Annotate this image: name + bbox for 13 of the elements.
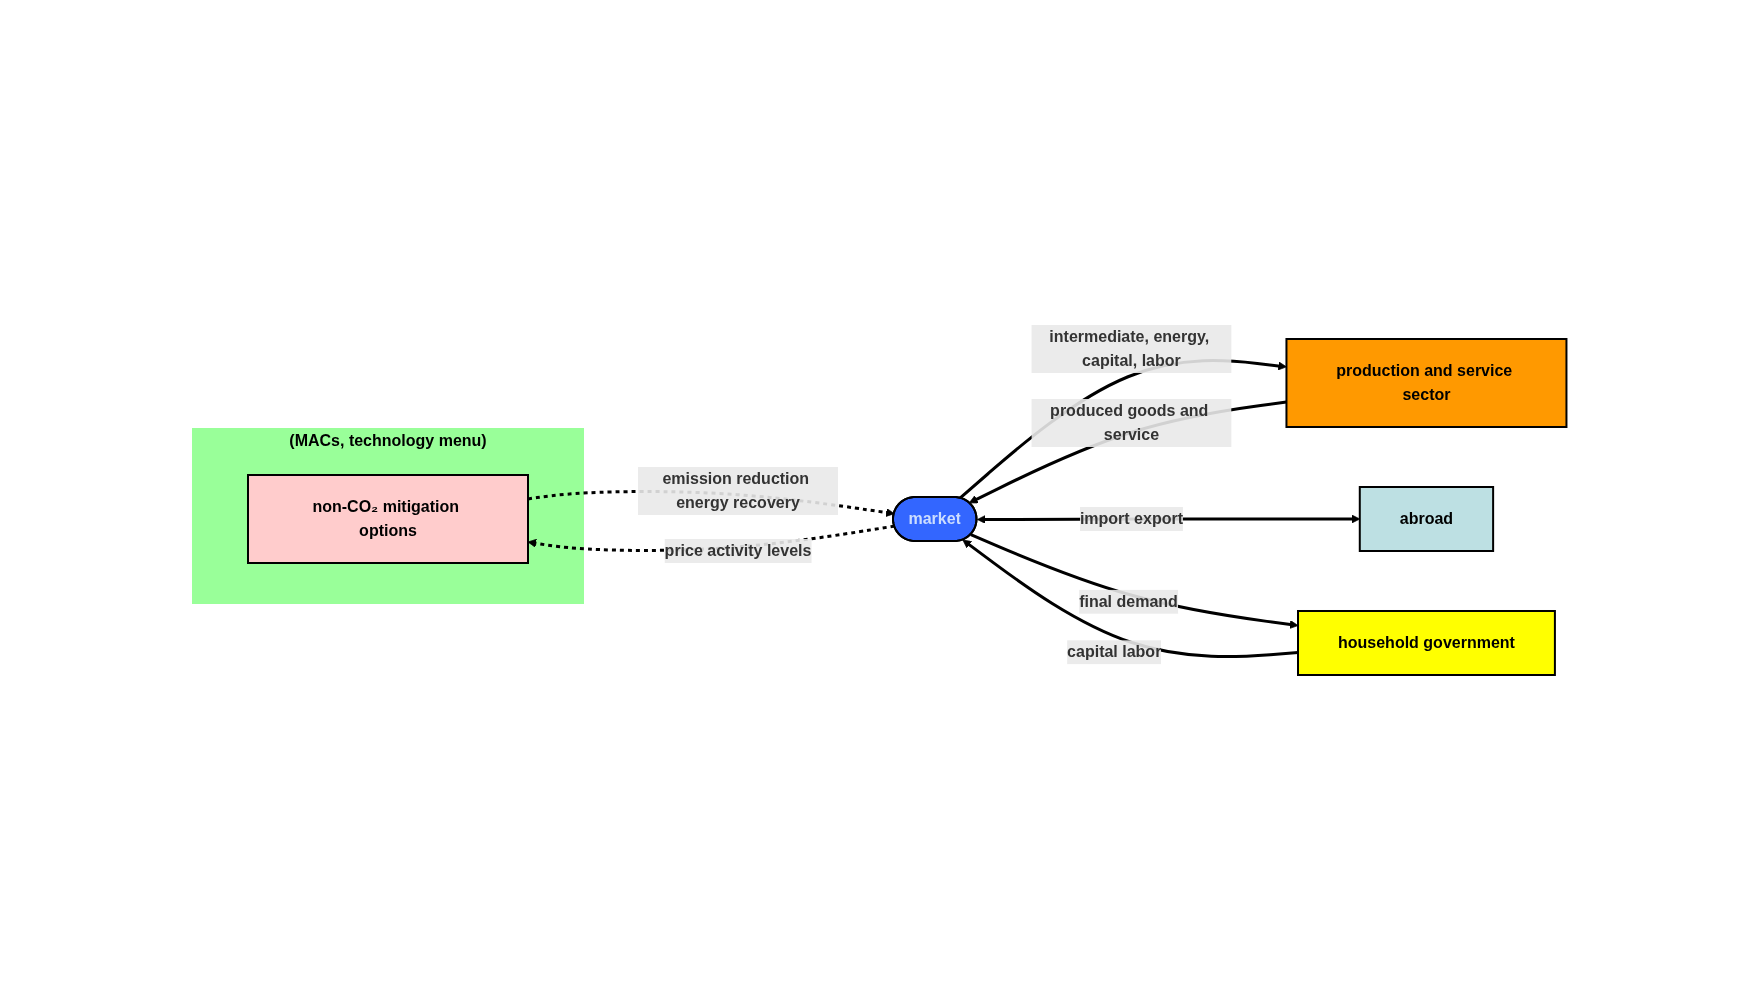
node-box: abroad bbox=[1359, 486, 1495, 552]
edge-label: price activity levels bbox=[664, 542, 812, 559]
edge-label: final demand bbox=[1079, 592, 1179, 610]
node-box: non-CO₂ mitigation options bbox=[247, 474, 530, 564]
node-box: household government bbox=[1297, 610, 1557, 676]
node-box: production and service sector bbox=[1285, 338, 1568, 428]
edge-label: intermediate, energy, capital, labor bbox=[1049, 328, 1210, 369]
edge-label: import export bbox=[1080, 510, 1184, 527]
edge-label: emission reduction energy recovery bbox=[662, 470, 810, 511]
edge-label: capital labor bbox=[1067, 643, 1162, 661]
edge-label: produced goods and service bbox=[1050, 402, 1209, 443]
arrow bbox=[962, 539, 1299, 659]
arrow bbox=[970, 533, 1299, 629]
